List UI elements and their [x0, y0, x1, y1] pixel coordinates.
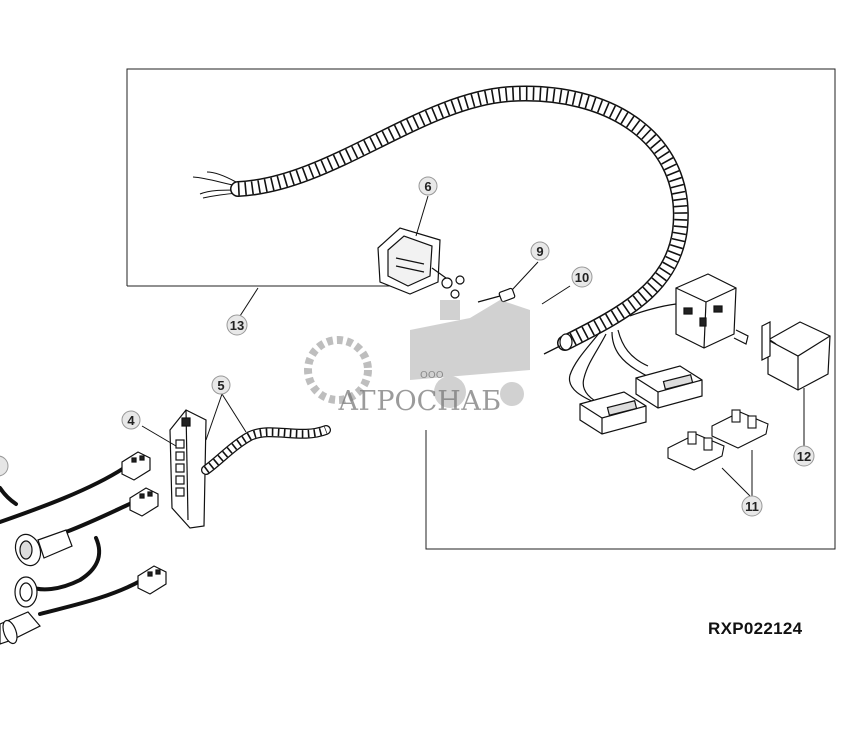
watermark-company: АГРОСНАБ	[338, 386, 501, 417]
callout-6-label: 6	[424, 179, 431, 194]
lead-cables	[0, 466, 144, 616]
leader-lines	[141, 195, 805, 497]
wrapped-harness	[230, 85, 689, 355]
callout-13-label: 13	[230, 318, 244, 333]
callout-13: 13	[226, 314, 248, 336]
watermark: ООО АГРОСНАБ	[304, 300, 530, 417]
callout-11: 11	[741, 495, 763, 517]
callout-5: 5	[211, 375, 231, 395]
relay-part	[761, 321, 831, 391]
fuse-b	[667, 431, 725, 471]
round-connector	[0, 529, 73, 645]
callout-4: 4	[121, 410, 141, 430]
watermark-harvester-icon	[410, 300, 530, 408]
callout-6: 6	[418, 176, 438, 196]
switch-panel	[169, 409, 207, 529]
plug-c	[137, 565, 167, 595]
figure-reference-code: RXP022124	[708, 619, 803, 638]
wrapped-wire-5	[201, 425, 331, 475]
callout-12: 12	[793, 445, 815, 467]
fastener-part	[477, 287, 516, 303]
plug-b	[129, 487, 159, 517]
callout-11-label: 11	[745, 499, 759, 514]
watermark-prefix: ООО	[420, 370, 444, 381]
fuse-holder-a	[579, 391, 647, 435]
callout-10-label: 10	[575, 270, 589, 285]
plug-a	[121, 451, 151, 481]
watermark-gear-icon	[304, 336, 372, 404]
fuse-holder-b	[635, 365, 703, 409]
fuse-a	[711, 409, 769, 449]
callout-4-label: 4	[127, 413, 135, 428]
callout-9: 9	[530, 241, 550, 261]
kit-outline	[126, 68, 836, 550]
partial-callout-left	[0, 455, 9, 477]
callout-10: 10	[571, 266, 593, 288]
callout-5-label: 5	[217, 378, 224, 393]
callout-9-label: 9	[536, 244, 543, 259]
relay-socket	[675, 273, 749, 349]
socket-part	[377, 227, 465, 299]
callout-12-label: 12	[797, 449, 811, 464]
